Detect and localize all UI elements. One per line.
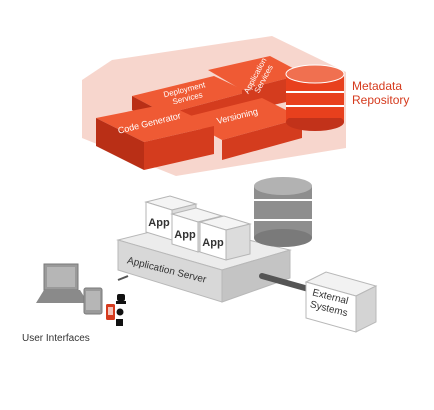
tooling-platform [82, 36, 346, 176]
tablet-icon [83, 287, 103, 315]
external-systems-box: External Systems [304, 271, 378, 333]
user-interfaces-label: User Interfaces [22, 333, 90, 344]
app-database [254, 177, 312, 247]
app-label-3: App [202, 237, 224, 249]
app-label-2: App [174, 229, 196, 241]
ui-connector [117, 275, 129, 281]
windows-icon [116, 319, 123, 326]
app-cube-3: App [198, 215, 252, 261]
metadata-repository-db [285, 64, 345, 131]
laptop-icon [36, 263, 88, 303]
external-connector [259, 273, 315, 293]
apple-icon [116, 308, 124, 316]
phone-icon [106, 304, 115, 320]
android-icon [116, 294, 126, 304]
app-label-1: App [148, 217, 170, 229]
metadata-repository-label: Metadata Repository [352, 79, 409, 107]
